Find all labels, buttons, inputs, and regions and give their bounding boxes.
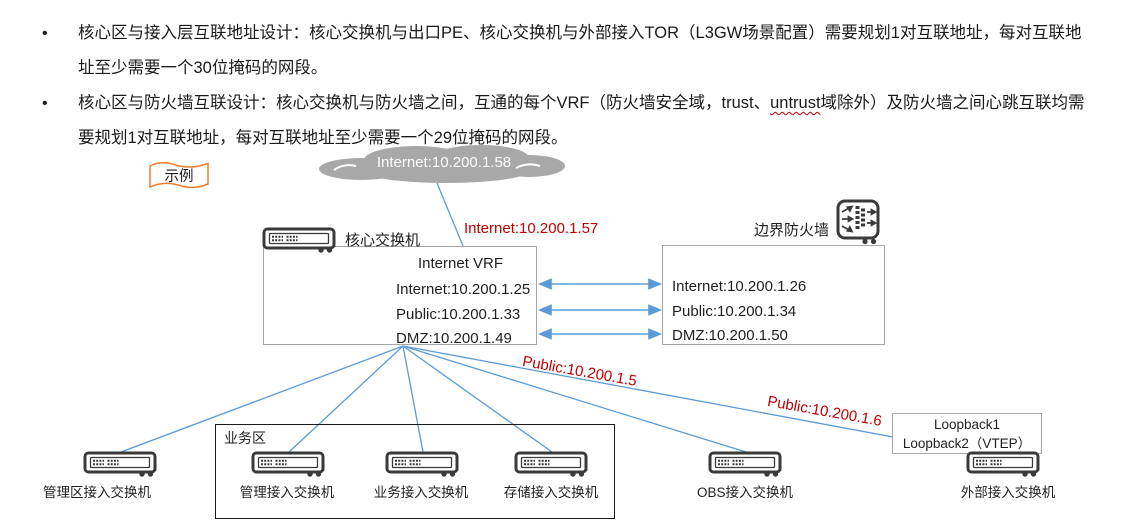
bullet-item-1: 核心区与接入层互联地址设计：核心交换机与出口PE、核心交换机与外部接入TOR（L… bbox=[42, 16, 1086, 86]
access-switch-label: 管理区接入交换机 bbox=[43, 485, 151, 500]
switch-icon bbox=[251, 451, 327, 477]
service-zone-label: 业务区 bbox=[224, 430, 266, 446]
switch-icon bbox=[514, 451, 590, 477]
firewall-row: DMZ:10.200.1.50 bbox=[672, 327, 788, 344]
banner-flag-icon bbox=[149, 161, 209, 189]
switch-icon bbox=[385, 451, 461, 477]
firewall-box: Internet:10.200.1.26 Public:10.200.1.34 … bbox=[662, 245, 885, 345]
bullet-item-2: 核心区与防火墙互联设计：核心交换机与防火墙之间，互通的每个VRF（防火墙安全域，… bbox=[42, 86, 1086, 156]
example-label: 示例 bbox=[164, 169, 194, 185]
firewall-row: Internet:10.200.1.26 bbox=[672, 278, 807, 295]
vrf-title: Internet VRF bbox=[418, 255, 504, 272]
access-switch-label: 存储接入交换机 bbox=[503, 485, 599, 500]
misspelled-word: untrust bbox=[770, 94, 821, 112]
core-vrf-box: Internet VRF Internet:10.200.1.25 Public… bbox=[263, 246, 537, 347]
loopback-line1: Loopback1 bbox=[933, 417, 1001, 432]
bullet-text-2b: 域除外）及防火墙之间心跳互联均需要规划1对互联地址，每对互联地址至少需要一个29… bbox=[78, 94, 1085, 147]
firewall-icon bbox=[836, 199, 880, 245]
cloud-label: Internet:10.200.1.58 bbox=[376, 154, 512, 171]
cloud-icon bbox=[319, 145, 565, 183]
bullet-text-1: 核心区与接入层互联地址设计：核心交换机与出口PE、核心交换机与外部接入TOR（L… bbox=[78, 24, 1082, 77]
loopback-line2: Loopback2（VTEP） bbox=[902, 436, 1032, 451]
loopback-box: Loopback1 Loopback2（VTEP） bbox=[892, 413, 1042, 454]
access-switch-label: 业务接入交换机 bbox=[373, 485, 469, 500]
access-switch-label: 管理接入交换机 bbox=[239, 485, 335, 500]
core-vrf-row: Public:10.200.1.33 bbox=[396, 305, 521, 323]
access-switch-label: 外部接入交换机 bbox=[960, 485, 1056, 500]
switch-icon bbox=[262, 227, 338, 253]
example-banner: 示例 bbox=[146, 158, 212, 194]
bullet-text-2a: 核心区与防火墙互联设计：核心交换机与防火墙之间，互通的每个VRF（防火墙安全域，… bbox=[78, 94, 771, 112]
link-label-internet-uplink: Internet:10.200.1.57 bbox=[464, 220, 599, 237]
switch-icon bbox=[83, 451, 159, 477]
bullet-list: 核心区与接入层互联地址设计：核心交换机与出口PE、核心交换机与外部接入TOR（L… bbox=[42, 16, 1086, 156]
switch-icon bbox=[708, 451, 784, 477]
link-label-public-obs: Public:10.200.1.5 bbox=[521, 353, 639, 390]
core-vrf-row: Internet:10.200.1.25 bbox=[396, 281, 531, 298]
switch-icon bbox=[966, 451, 1042, 477]
link-label-public-external: Public:10.200.1.6 bbox=[766, 393, 884, 430]
core-switch-label: 核心交换机 bbox=[345, 232, 421, 249]
firewall-label: 边界防火墙 bbox=[754, 222, 830, 239]
firewall-row: Public:10.200.1.34 bbox=[672, 302, 797, 320]
core-vrf-row: DMZ:10.200.1.49 bbox=[396, 330, 512, 347]
access-switch-label: OBS接入交换机 bbox=[696, 485, 793, 500]
